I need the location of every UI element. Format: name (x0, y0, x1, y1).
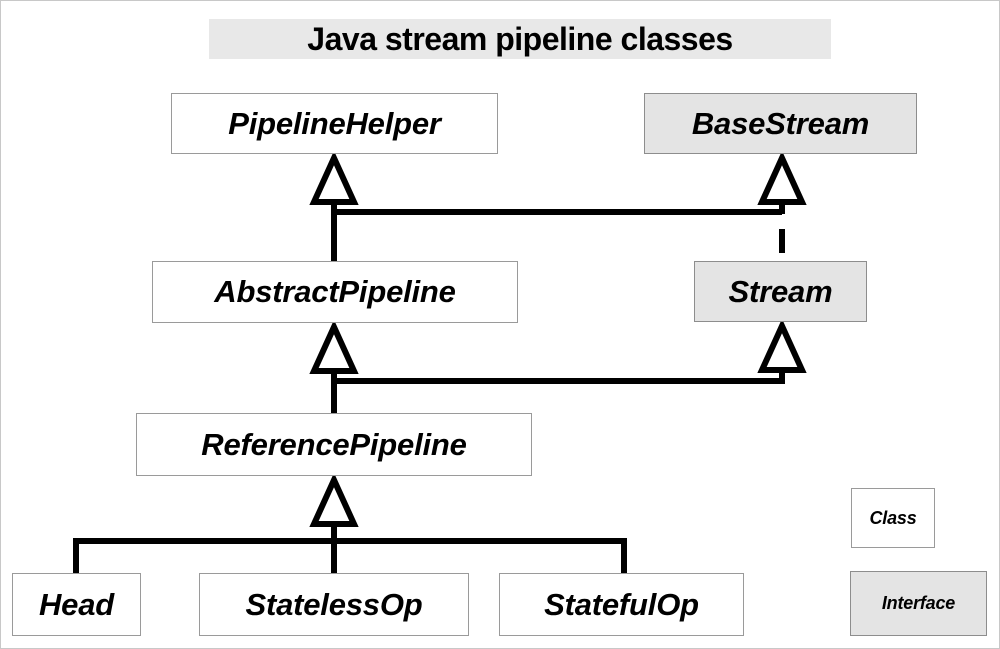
edge-abstractpipeline-to-pipelinehelper (309, 150, 359, 261)
node-label: StatefulOp (544, 586, 699, 622)
class-node-statefulop[interactable]: StatefulOp (499, 573, 744, 636)
diagram-title: Java stream pipeline classes (209, 19, 831, 59)
edge-stream-to-basestream (757, 150, 807, 253)
node-label: PipelineHelper (228, 105, 441, 141)
class-node-statelessop[interactable]: StatelessOp (199, 573, 469, 636)
class-node-referencepipeline[interactable]: ReferencePipeline (136, 413, 532, 476)
edge-referencepipeline-to-abstractpipeline (309, 319, 359, 413)
legend-interface-swatch: Interface (850, 571, 987, 636)
interface-node-stream[interactable]: Stream (694, 261, 867, 322)
class-node-pipelinehelper[interactable]: PipelineHelper (171, 93, 498, 154)
legend-class-label: Class (869, 507, 917, 528)
class-node-head[interactable]: Head (12, 573, 141, 636)
class-node-abstractpipeline[interactable]: AbstractPipeline (152, 261, 518, 323)
node-label: Stream (728, 273, 833, 309)
node-label: StatelessOp (245, 586, 423, 622)
interface-node-basestream[interactable]: BaseStream (644, 93, 917, 154)
node-label: BaseStream (691, 105, 870, 141)
edge-referencepipeline-to-stream (334, 318, 807, 384)
node-label: ReferencePipeline (201, 426, 467, 462)
node-label: Head (38, 586, 114, 622)
node-label: AbstractPipeline (214, 274, 456, 309)
edge-subclasses-to-referencepipeline (73, 472, 627, 573)
legend-interface-label: Interface (881, 593, 956, 613)
legend-class-swatch: Class (851, 488, 935, 548)
